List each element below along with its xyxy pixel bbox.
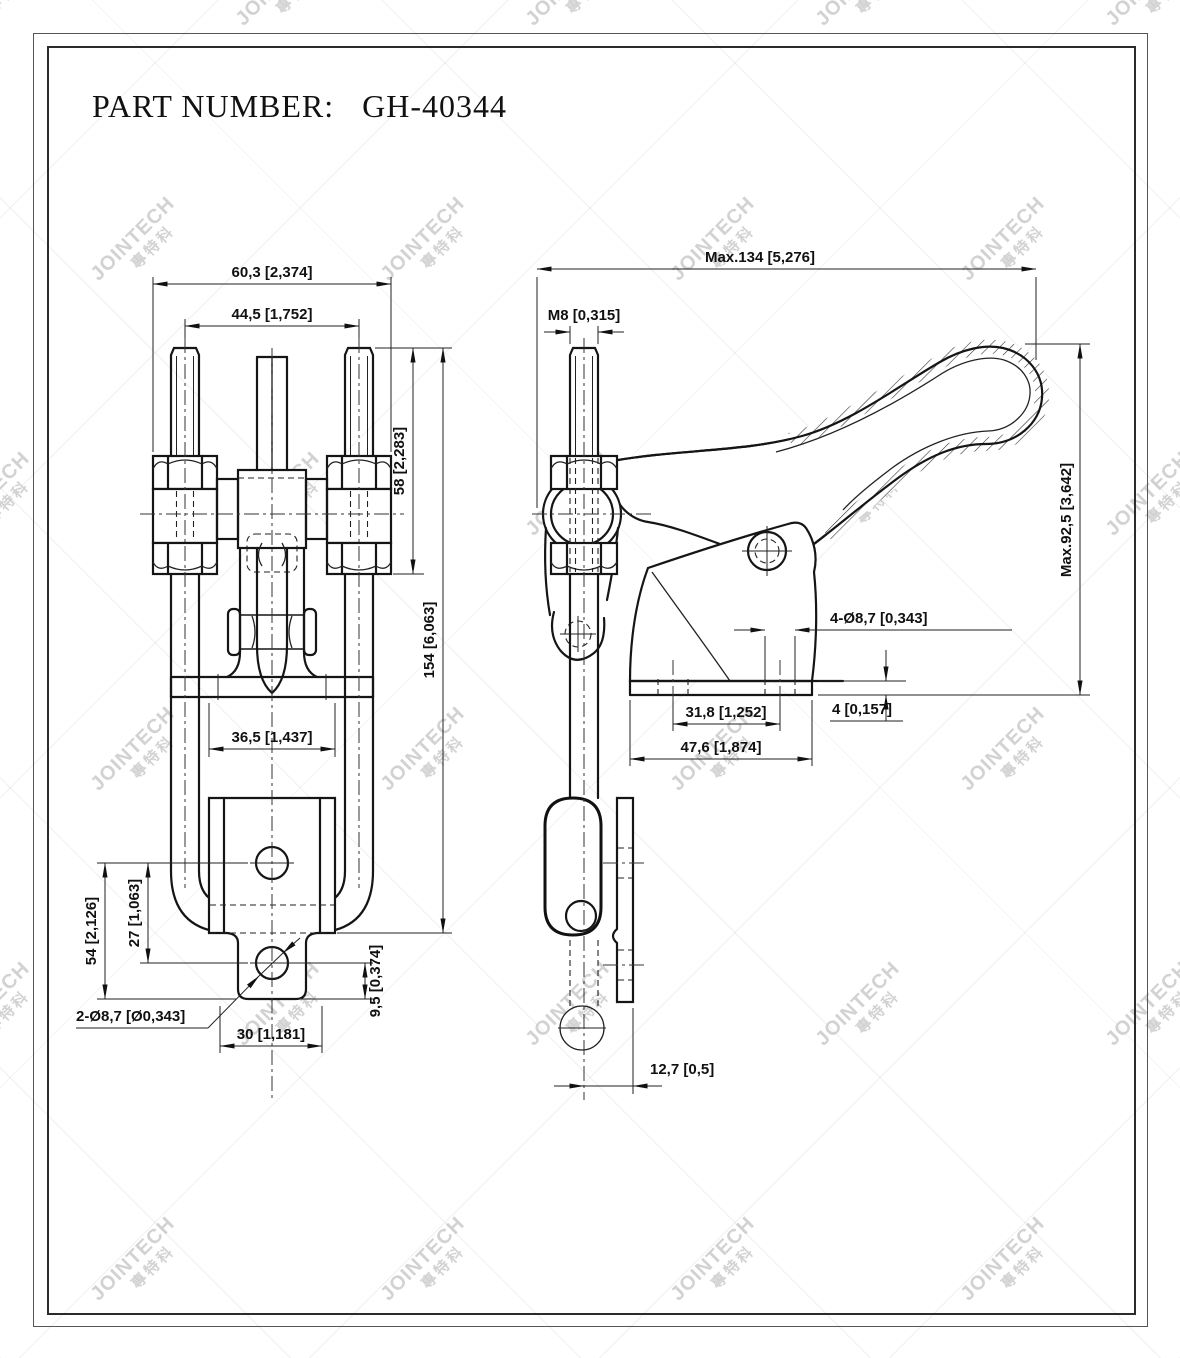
front-rivet-right-boss — [302, 607, 318, 657]
front-block-left-tab — [215, 477, 240, 541]
part-number-value: GH-40344 — [362, 88, 508, 124]
dim-side-thread: M8 [0,315] — [548, 307, 621, 324]
dim-side-base-length: 47,6 [1,874] — [681, 739, 762, 756]
dim-side-base-hole-spacing: 31,8 [1,252] — [686, 704, 767, 721]
dim-front-tab-width: 30 [1,181] — [237, 1026, 305, 1043]
front-view — [140, 338, 404, 1098]
front-view-dimensions: 60,3 [2,374] 44,5 [1,752] 58 [2,283] 154… — [76, 264, 452, 1053]
sheet-border-outer — [33, 33, 1148, 1327]
side-hook-loop — [543, 796, 603, 937]
dim-front-total-height: 154 [6,063] — [421, 602, 438, 679]
front-rivet-left-boss — [226, 607, 242, 657]
dim-front-upper-height: 58 [2,283] — [391, 427, 408, 495]
dim-side-max-length: Max.134 [5,276] — [705, 249, 815, 266]
front-thread-lines — [176, 356, 368, 455]
side-view-dimensions: M8 [0,315] Max.134 [5,276] Max.92,5 [3,6… — [536, 249, 1090, 1094]
dim-front-mounting-holes: 2-Ø8,7 [Ø0,343] — [76, 1008, 185, 1025]
dim-front-tab-height: 9,5 [0,374] — [367, 945, 384, 1018]
sheet-border-inner — [47, 46, 1136, 1315]
side-hidden-threads — [569, 458, 599, 572]
side-bracket-profile — [611, 796, 635, 1004]
front-centerlines — [140, 338, 404, 1098]
part-number-label: PART NUMBER: — [92, 88, 335, 124]
dim-side-hook-offset: 12,7 [0,5] — [650, 1061, 714, 1078]
front-hidden-threads — [175, 491, 369, 541]
dim-side-base-thickness: 4 [0,157] — [832, 701, 892, 718]
side-bracket-hidden-holes — [618, 847, 632, 981]
dim-front-hole-spacing: 27 [1,063] — [126, 879, 143, 947]
dim-front-bolt-spacing: 44,5 [1,752] — [232, 306, 313, 323]
side-hook-rod-section — [564, 899, 598, 933]
dim-side-base-holes: 4-Ø8,7 [0,343] — [830, 610, 928, 627]
side-clamp-body — [628, 521, 818, 683]
page-title: PART NUMBER: GH-40344 — [92, 88, 507, 125]
dim-front-bracket-width: 36,5 [1,437] — [232, 729, 313, 746]
dim-front-plate-height: 54 [2,126] — [83, 897, 100, 965]
dim-front-outer-width: 60,3 [2,374] — [232, 264, 313, 281]
side-base-plate — [628, 660, 845, 718]
dim-side-max-height: Max.92,5 [3,642] — [1058, 463, 1075, 577]
side-view — [532, 338, 1050, 1100]
front-block-right-tab — [304, 477, 329, 541]
